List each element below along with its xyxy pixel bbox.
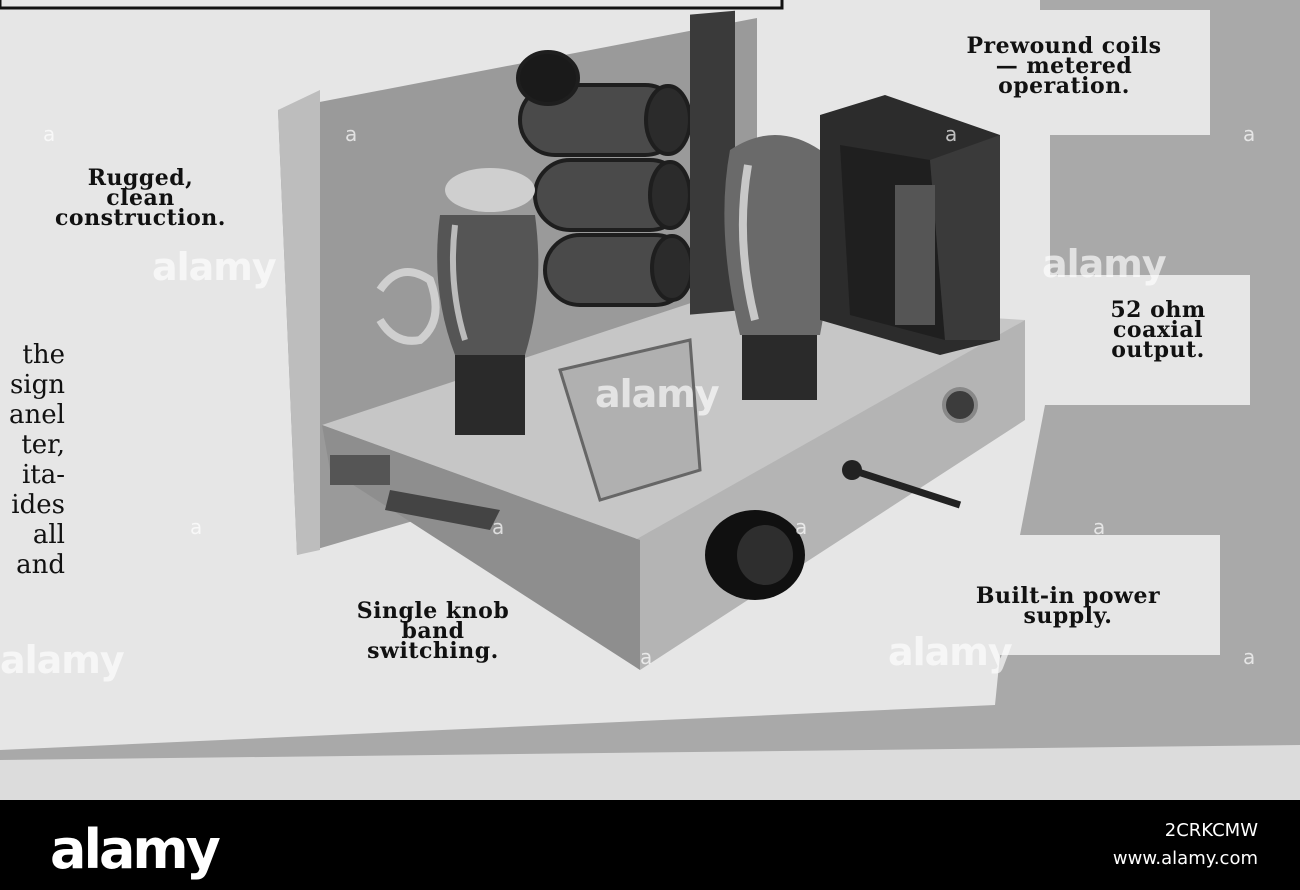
- watermark: alamy: [595, 372, 720, 416]
- watermark-mark: a: [640, 645, 653, 669]
- stock-footer-bar: alamy 2CRKCMW www.alamy.com: [0, 800, 1300, 890]
- watermark: alamy: [1042, 242, 1167, 286]
- callout-coaxial-output: 52 ohm coaxial output.: [1110, 297, 1206, 363]
- watermark-mark: a: [1243, 645, 1256, 669]
- body-text-line: the: [22, 340, 65, 370]
- callout-band-switching: Single knob band switching.: [356, 598, 510, 664]
- watermark-mark: a: [1243, 122, 1256, 146]
- callout-power-supply: Built-in power supply.: [975, 583, 1161, 629]
- body-text-line: sign: [9, 370, 65, 400]
- transmitter-photo: [278, 10, 1025, 670]
- body-text-line: ita-: [21, 460, 65, 490]
- callout-rugged-construction: Rugged, clean construction.: [55, 165, 226, 231]
- watermark: alamy: [888, 630, 1013, 674]
- watermark-mark: a: [190, 515, 203, 539]
- watermark-mark: a: [345, 122, 358, 146]
- body-text-line: anel: [9, 400, 65, 430]
- body-text-line: all: [32, 520, 65, 550]
- body-text-line: and: [16, 550, 65, 580]
- coax-connector: [942, 387, 978, 423]
- watermark-mark: a: [1093, 515, 1106, 539]
- image-id: 2CRKCMW: [1164, 820, 1258, 841]
- watermark-mark: a: [795, 515, 808, 539]
- watermark-mark: a: [945, 122, 958, 146]
- scanned-page: Rugged, clean construction. Prewound coi…: [0, 0, 1300, 800]
- watermark: alamy: [0, 638, 125, 682]
- coil-tubes: [516, 50, 694, 307]
- power-transformer: [820, 95, 1000, 355]
- body-text-line: ter,: [21, 430, 65, 460]
- watermark-mark: a: [492, 515, 505, 539]
- vacuum-tube-left: [437, 168, 539, 435]
- watermark: alamy: [152, 245, 277, 289]
- site-url: www.alamy.com: [1112, 848, 1258, 869]
- body-text-line: ides: [11, 490, 65, 520]
- watermark-mark: a: [43, 122, 56, 146]
- callout-prewound-coils: Prewound coils — metered operation.: [966, 33, 1162, 99]
- alamy-logo: alamy: [50, 818, 221, 881]
- vacuum-tube-right: [724, 135, 830, 400]
- band-switch-knob: [705, 510, 805, 600]
